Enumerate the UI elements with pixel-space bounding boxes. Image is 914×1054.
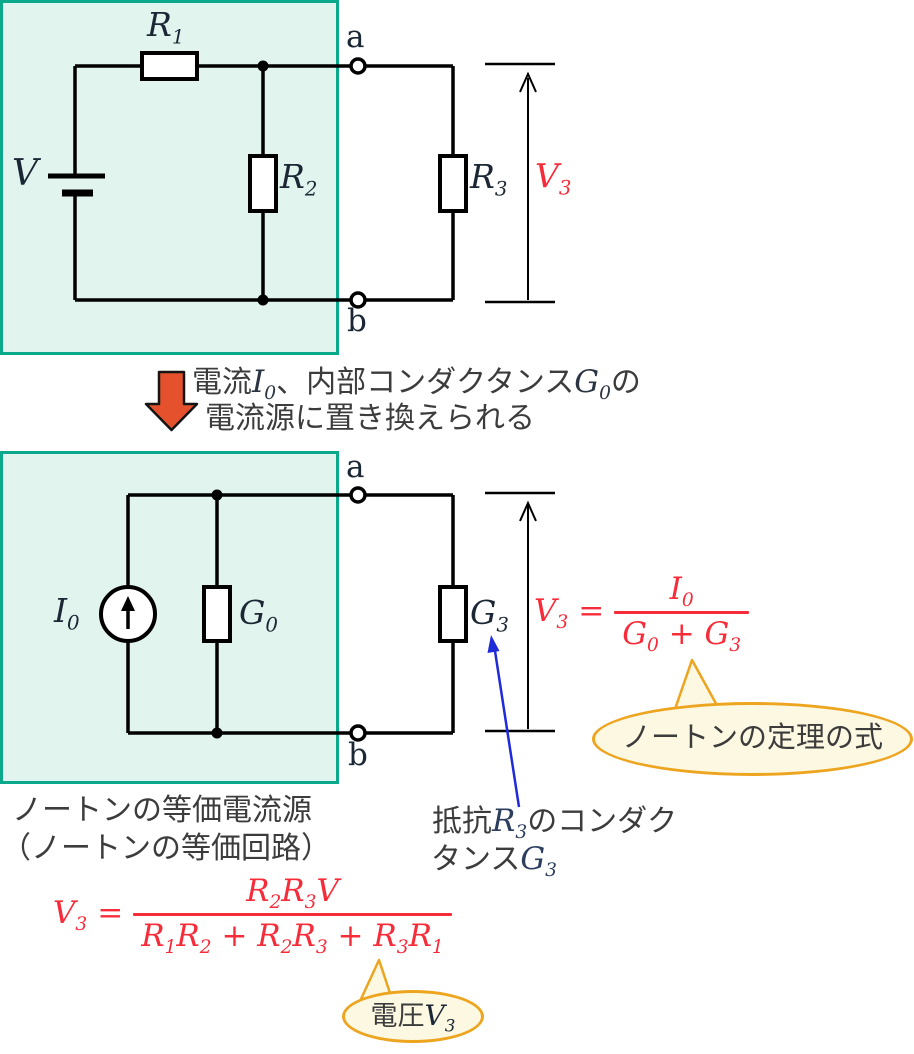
equals-sign: =: [578, 593, 605, 630]
junction-dot: [211, 489, 223, 501]
voltage-formula-denominator: R1R2 + R2R3 + R3R1: [141, 917, 444, 958]
g3-inline: G3: [520, 841, 558, 882]
r1-label: R1: [147, 5, 185, 49]
blue-pointer-line: [493, 650, 521, 808]
resistor-r3: [438, 154, 468, 213]
norton-callout-label: ノートンの定理の式: [621, 722, 883, 755]
terminal-b-bottom-label: b: [348, 737, 368, 773]
resistor-r2: [248, 154, 278, 213]
transform-note-line2: 電流源に置き換えられる: [205, 402, 535, 435]
norton-formula-numerator: I0: [669, 571, 694, 612]
terminal-b-top: [349, 291, 367, 309]
v3-arrowhead-top: [519, 71, 537, 93]
g0-inline: G0: [574, 364, 611, 405]
down-arrow-icon: [144, 370, 199, 432]
conductance-note-line1: 抵抗R3のコンダク: [432, 803, 678, 844]
conductance-g3: [438, 585, 468, 643]
i0-inline: I0: [252, 364, 277, 405]
voltage-formula: V3 = R2R3V R1R2 + R2R3 + R3R1: [53, 873, 452, 958]
junction-dot: [257, 294, 269, 306]
conductance-g0: [202, 585, 232, 643]
i0-label: I0: [54, 591, 80, 635]
equivalent-source-label-line2: （ノートンの等価回路）: [1, 832, 331, 865]
fraction-bar: [133, 912, 452, 916]
equivalent-source-label-line1: ノートンの等価電流源: [12, 794, 312, 827]
voltage-callout: 電圧V3: [342, 990, 484, 1043]
bottom-circuit-wires: [126, 493, 455, 735]
r3-inline: R3: [492, 803, 528, 844]
terminal-a-bottom: [349, 486, 367, 504]
v3-measure-bars-bottom: [485, 491, 555, 733]
norton-callout: ノートンの定理の式: [592, 702, 913, 776]
blue-pointer-arrowhead: [487, 635, 500, 653]
terminal-a-top-label: a: [346, 19, 365, 55]
terminal-a-top: [349, 57, 367, 75]
equals-sign: =: [97, 895, 124, 932]
voltage-callout-label: 電圧V3: [370, 999, 456, 1036]
norton-formula: V3 = I0 G0 + G3: [534, 571, 750, 656]
norton-equivalent-box: [0, 451, 339, 784]
terminal-a-bottom-label: a: [346, 449, 365, 485]
resistor-r1: [140, 51, 199, 81]
voltage-formula-fraction: R2R3V R1R2 + R2R3 + R3R1: [133, 873, 452, 958]
transform-note-line1: 電流I0、内部コンダクタンスG0の: [192, 364, 641, 405]
v3-arrowhead-bottom: [519, 500, 537, 522]
terminal-b-bottom: [349, 724, 367, 742]
g0-label: G0: [239, 593, 278, 637]
norton-formula-denominator: G0 + G3: [622, 615, 742, 656]
voltage-source-label: V: [12, 153, 38, 194]
fraction-bar: [614, 610, 750, 614]
v3-label-top: V3: [535, 156, 572, 200]
conductance-note-line2: タンスG3: [431, 841, 558, 882]
junction-dot: [211, 727, 223, 739]
junction-dot: [257, 60, 269, 72]
v3-inline: V3: [424, 999, 456, 1036]
voltage-formula-numerator: R2R3V: [246, 873, 339, 914]
voltage-formula-lhs: V3: [53, 895, 88, 936]
terminal-b-top-label: b: [347, 303, 367, 339]
current-source-arrowhead: [121, 596, 135, 611]
v3-measure-bars-top: [485, 62, 555, 304]
norton-formula-fraction: I0 G0 + G3: [614, 571, 750, 656]
r3-label: R3: [470, 157, 508, 201]
norton-formula-lhs: V3: [534, 593, 569, 634]
g3-label: G3: [470, 593, 509, 637]
r2-label: R2: [280, 157, 318, 201]
